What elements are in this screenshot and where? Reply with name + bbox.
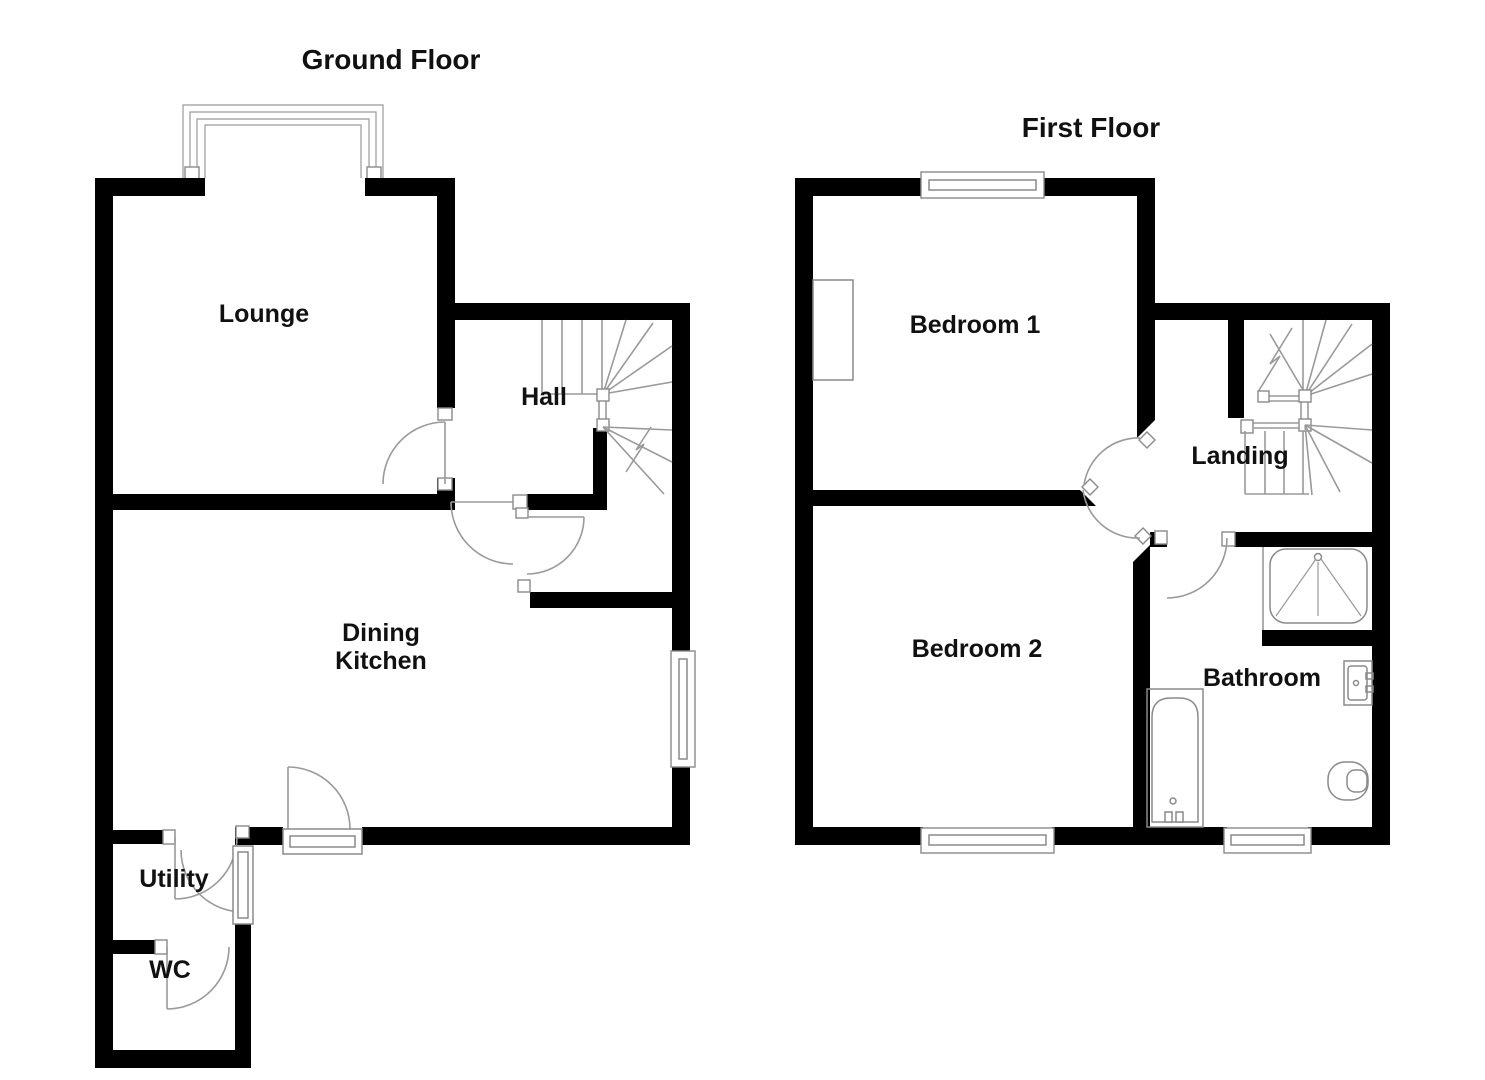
first-floor-plan: First Floor <box>795 112 1390 854</box>
shower <box>1262 547 1368 630</box>
first-floor-stairs <box>1244 319 1373 496</box>
bedroom1-window <box>920 171 1045 199</box>
bedroom1-door <box>1083 437 1141 486</box>
ground-floor-walls <box>95 178 690 1068</box>
room-label-lounge: Lounge <box>219 300 309 328</box>
room-label-landing: Landing <box>1191 442 1288 470</box>
sink <box>1343 660 1374 706</box>
wardrobe <box>812 279 854 381</box>
stair-break-line <box>1257 327 1293 393</box>
stair-break-line <box>625 426 652 473</box>
wc-door <box>166 946 230 1010</box>
ground-floor-doors <box>166 421 585 1010</box>
kitchen-window <box>670 650 696 768</box>
first-floor-doors <box>1082 437 1228 599</box>
ground-floor-stairs <box>541 319 673 495</box>
bay-window <box>182 104 384 180</box>
room-label-hall: Hall <box>521 383 567 411</box>
ground-floor-plan: Ground Floor <box>95 44 696 1068</box>
bathroom-door <box>1166 537 1228 599</box>
first-floor-door-jambs <box>1081 419 1254 547</box>
room-label-utility: Utility <box>139 865 209 893</box>
first-floor-title: First Floor <box>1022 112 1161 143</box>
room-label-dining: Dining <box>342 619 420 647</box>
lounge-door <box>382 421 446 485</box>
understairs-cupboard-door <box>526 516 585 575</box>
bedroom2-window <box>920 827 1055 854</box>
room-label-bedroom2: Bedroom 2 <box>912 635 1043 663</box>
room-label-wc: WC <box>149 956 191 984</box>
bathroom-window <box>1223 827 1312 854</box>
first-floor-walls <box>795 178 1390 845</box>
room-label-kitchen: Kitchen <box>335 647 427 675</box>
room-label-bedroom1: Bedroom 1 <box>910 311 1041 339</box>
bedroom2-door <box>1082 489 1141 539</box>
kitchen-back-door <box>282 766 363 855</box>
toilet <box>1327 761 1369 801</box>
hall-kitchen-door <box>450 501 514 565</box>
ground-floor-door-jambs <box>154 407 531 955</box>
ground-floor-title: Ground Floor <box>302 44 481 75</box>
bathtub <box>1146 688 1204 828</box>
utility-side-door <box>180 845 254 925</box>
room-label-bathroom: Bathroom <box>1203 664 1321 692</box>
